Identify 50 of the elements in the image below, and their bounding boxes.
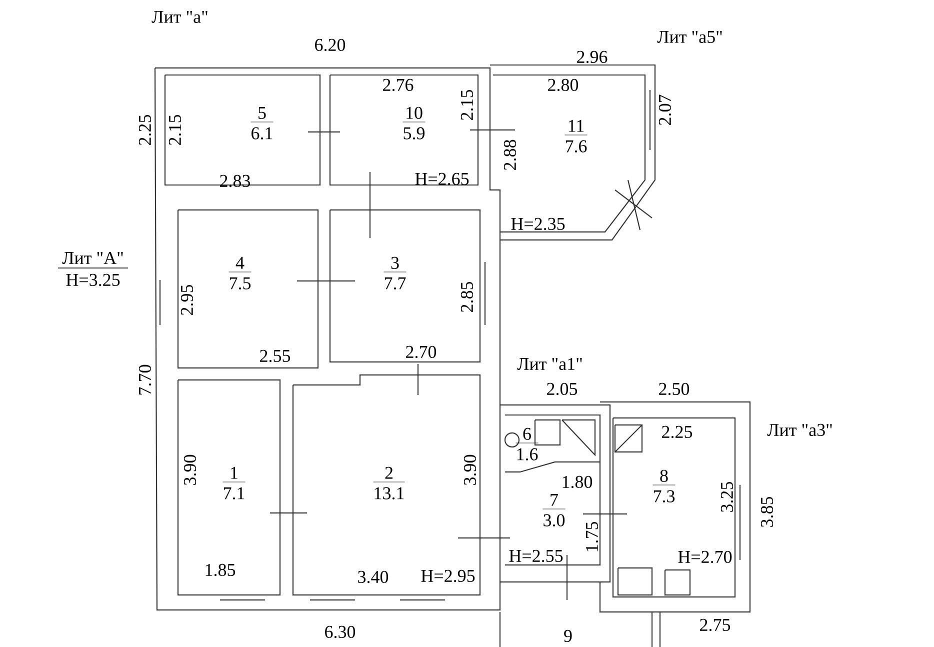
dimension-label: H=2.70	[678, 550, 732, 564]
dimension-label: 2.15	[168, 114, 182, 145]
dimension-label: H=2.65	[415, 172, 469, 186]
dimension-label: 2.75	[700, 618, 730, 632]
dimension-label: H=3.25	[66, 274, 120, 286]
dimension-label: 6.20	[315, 38, 346, 52]
room-label: 6 1.6	[516, 428, 538, 460]
dimension-label: 2.96	[577, 50, 608, 64]
dimension-label: 2.05	[547, 382, 578, 396]
dimension-label: Лит "а5"	[657, 31, 722, 43]
dimension-label: 2.83	[220, 174, 250, 188]
dimension-label: H=2.55	[509, 550, 563, 562]
room-label: 11 7.6	[564, 120, 588, 152]
dimension-label: 2.25	[662, 426, 692, 438]
room-label: 8 7.3	[652, 470, 676, 502]
dimension-label: 2.70	[406, 346, 436, 358]
dimension-label: 7.70	[138, 364, 152, 395]
room-label: 3 7.7	[384, 256, 406, 290]
dimension-label: 6.30	[325, 626, 356, 638]
dimension-label: 3.40	[358, 570, 388, 584]
dimension-label: Лит "а"	[152, 11, 208, 23]
dimension-label: 2.15	[460, 90, 474, 120]
dimension-label: 2.55	[260, 350, 290, 362]
room-label: 9	[564, 630, 572, 642]
dimension-label: 1.80	[562, 476, 592, 488]
dimension-label: Лит "а1"	[517, 358, 582, 370]
dimension-label: H=2.35	[511, 218, 565, 230]
dimension-label: 2.07	[658, 94, 672, 125]
dimension-label: H=2.95	[421, 570, 475, 582]
dimension-label: 2.80	[548, 78, 578, 92]
dimension-label: 2.50	[659, 382, 690, 396]
dimension-label: 1.75	[586, 522, 598, 552]
dimension-label: 3.85	[760, 496, 774, 527]
dimension-label: 3.25	[720, 482, 734, 512]
room-label: 5 6.1	[250, 107, 274, 140]
dimension-label: 2.88	[504, 140, 516, 170]
dimension-label: 1.85	[206, 564, 236, 576]
dimension-label: 2.85	[460, 282, 474, 312]
room-label: 2 13.1	[373, 466, 405, 500]
dimension-label: 3.90	[184, 454, 196, 485]
dimension-label: 2.76	[383, 78, 414, 92]
room-label: 1 7.1	[222, 466, 246, 500]
dimension-label: Лит "А"	[62, 252, 123, 264]
dimension-label: Лит "а3"	[767, 424, 832, 436]
dimension-label: 2.25	[138, 114, 152, 145]
dimension-label: 3.90	[464, 454, 476, 485]
dimension-label: 2.95	[180, 284, 194, 315]
room-label: 7 3.0	[542, 494, 566, 526]
room-label: 4 7.5	[228, 256, 252, 290]
room-label: 10 5.9	[402, 106, 426, 140]
